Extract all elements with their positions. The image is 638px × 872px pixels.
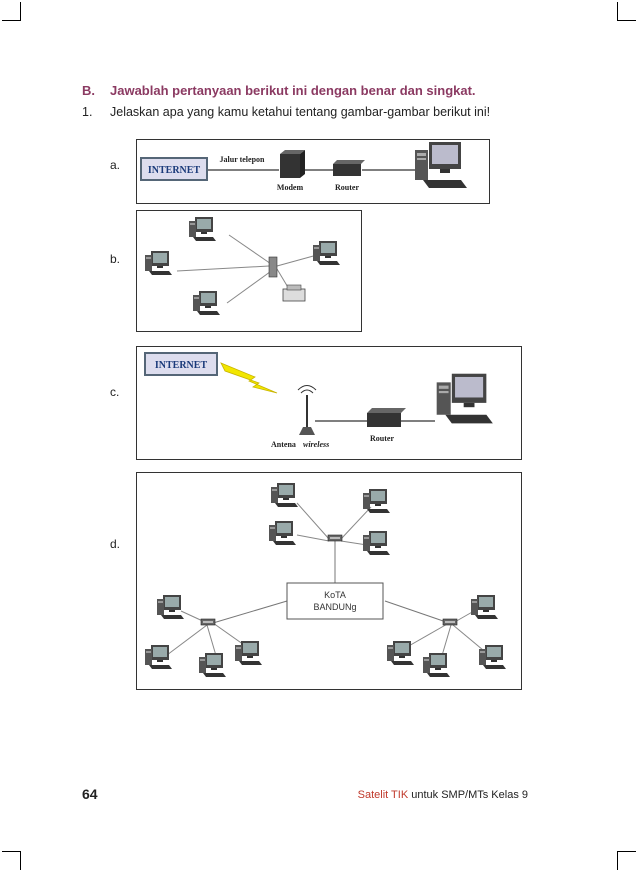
computer-icon (423, 653, 450, 677)
computer-icon (479, 645, 506, 669)
hub-icon (200, 618, 216, 626)
figure-d-wan: KoTA BANDUNg (136, 472, 522, 690)
page-number: 64 (82, 786, 98, 802)
computer-icon (189, 217, 216, 241)
phone-line-label: Jalur telepon (220, 155, 266, 164)
question-text: Jelaskan apa yang kamu ketahui tentang g… (110, 105, 491, 119)
question-1: 1. Jelaskan apa yang kamu ketahui tentang… (82, 105, 490, 119)
hub-icon (268, 256, 278, 278)
computer-icon (363, 489, 390, 513)
printer-icon (282, 284, 306, 302)
antenna-icon (297, 385, 317, 435)
item-b-label: b. (110, 252, 121, 266)
computer-icon (415, 142, 467, 188)
computer-icon (313, 241, 340, 265)
footer-rest: untuk SMP/MTs Kelas 9 (408, 789, 528, 801)
computer-icon (271, 483, 298, 507)
footer-brand: Satelit TIK (357, 789, 409, 801)
lightning-icon (220, 362, 278, 394)
computer-icon (235, 641, 262, 665)
computer-icon (145, 251, 172, 275)
hub-icon (327, 534, 343, 542)
crop-mark-top-right (617, 2, 636, 21)
modem-icon (280, 150, 305, 178)
item-c-label: c. (110, 385, 120, 399)
city-name-line1: KoTA (324, 590, 346, 600)
figure-b-lan (136, 210, 362, 332)
antenna-wireless-label: wireless (303, 440, 329, 449)
internet-box (140, 157, 208, 181)
computer-icon (157, 595, 184, 619)
router-icon (367, 408, 406, 427)
computer-icon (436, 373, 493, 424)
crop-mark-bottom-left (2, 851, 21, 870)
computer-icon (471, 595, 498, 619)
section-letter: B. (82, 83, 95, 98)
question-number: 1. (82, 105, 93, 119)
figure-a-diagram: INTERNET Jalur telepon Modem Router (140, 142, 467, 192)
city-name-line2: BANDUNg (313, 602, 356, 612)
router-label: Router (370, 434, 394, 443)
computer-icon (387, 641, 414, 665)
item-a-label: a. (110, 158, 121, 172)
computer-icon (363, 531, 390, 555)
section-heading: B. Jawablah pertanyaan berikut ini dengan… (82, 83, 476, 98)
computer-icon (269, 521, 296, 545)
internet-box (144, 352, 218, 376)
figure-b-diagram (145, 217, 340, 315)
router-label: Router (335, 183, 359, 192)
figure-a-dialup: INTERNET Jalur telepon Modem Router (136, 139, 490, 204)
city-box (286, 582, 384, 620)
footer-text: Satelit TIK untuk SMP/MTs Kelas 9 (358, 789, 528, 801)
figure-d-diagram: KoTA BANDUNg (145, 483, 506, 677)
internet-label: INTERNET (155, 360, 208, 371)
figure-c-wireless: INTERNET Antena wireless Router (136, 346, 522, 460)
modem-label: Modem (277, 183, 304, 192)
figure-c-diagram: INTERNET Antena wireless Router (144, 352, 493, 449)
section-title: Jawablah pertanyaan berikut ini dengan b… (110, 83, 476, 98)
router-icon (333, 160, 365, 176)
computer-icon (145, 645, 172, 669)
crop-mark-top-left (2, 2, 21, 21)
crop-mark-bottom-right (617, 851, 636, 870)
item-d-label: d. (110, 537, 121, 551)
computer-icon (199, 653, 226, 677)
antenna-label: Antena (271, 440, 296, 449)
internet-label: INTERNET (148, 165, 201, 176)
hub-icon (442, 618, 458, 626)
computer-icon (193, 291, 220, 315)
